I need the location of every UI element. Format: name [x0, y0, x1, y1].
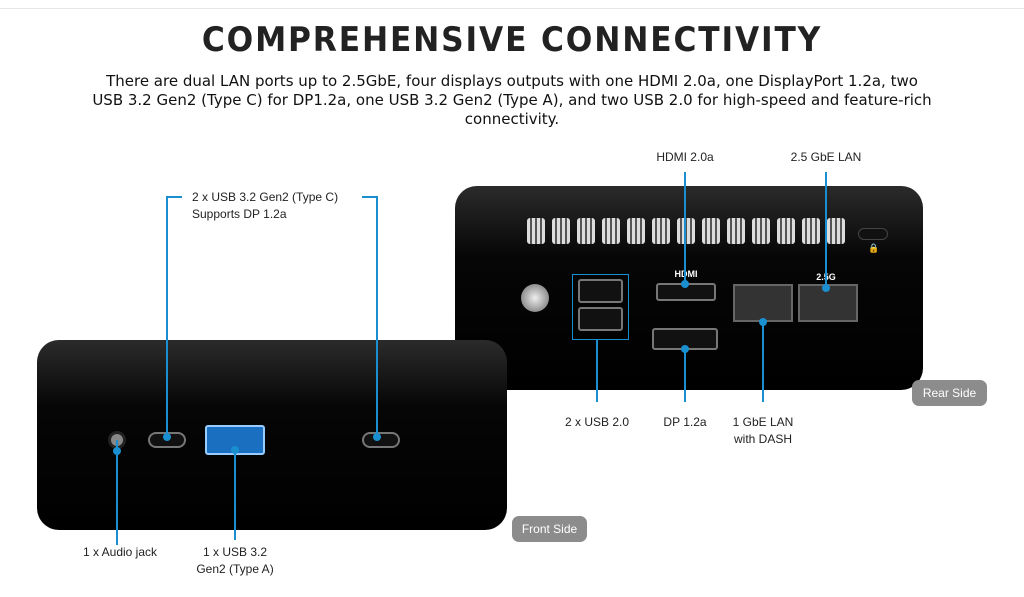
typec-label-line1: 2 x USB 3.2 Gen2 (Type C) — [192, 190, 339, 204]
vent-slot — [527, 218, 545, 244]
lan1-callout-line — [762, 322, 764, 402]
vent-row — [527, 218, 867, 246]
rear-side-badge: Rear Side — [912, 380, 987, 406]
audio-callout-line — [116, 440, 118, 545]
vent-slot — [677, 218, 695, 244]
usba-dot — [231, 446, 239, 454]
vent-slot — [827, 218, 845, 244]
usb2-ports — [572, 274, 629, 340]
front-device-image — [37, 340, 507, 530]
vent-slot — [552, 218, 570, 244]
lan1-label-line2: with DASH — [733, 432, 792, 446]
lan1-label-line1: 1 GbE LAN — [732, 415, 794, 429]
dp-dot — [681, 345, 689, 353]
lan25-dot — [822, 284, 830, 292]
page-title: COMPREHENSIVE CONNECTIVITY — [201, 20, 823, 60]
typec-label: 2 x USB 3.2 Gen2 (Type C) Supports DP 1.2… — [192, 189, 338, 223]
usba-label-line1: 1 x USB 3.2 — [202, 545, 268, 559]
hdmi-label: HDMI 2.0a — [656, 150, 714, 164]
vent-slot — [577, 218, 595, 244]
lan-1gbe-port — [733, 284, 793, 322]
usb2-label: 2 x USB 2.0 — [564, 415, 630, 429]
kensington-lock-slot — [858, 228, 888, 240]
typec-bracket-right-top — [362, 196, 378, 198]
vent-slot — [752, 218, 770, 244]
typec-callout-left — [166, 196, 168, 436]
lan1-dot — [759, 318, 767, 326]
audio-dot — [113, 447, 121, 455]
lan25-label: 2.5 GbE LAN — [790, 150, 862, 164]
hdmi-dot — [681, 280, 689, 288]
audio-label: 1 x Audio jack — [82, 545, 158, 559]
usba-callout-line — [234, 448, 236, 540]
typec-label-line2: Supports DP 1.2a — [192, 207, 287, 221]
vent-slot — [652, 218, 670, 244]
vent-slot — [702, 218, 720, 244]
typec-right-dot — [373, 433, 381, 441]
usb-c-port-right — [362, 432, 400, 448]
front-side-badge: Front Side — [512, 516, 587, 542]
dp-label: DP 1.2a — [663, 415, 707, 429]
usb2-callout-line — [596, 340, 598, 402]
vent-slot — [627, 218, 645, 244]
hdmi-mark: HDMI — [674, 269, 698, 279]
vent-slot — [602, 218, 620, 244]
lan1-label: 1 GbE LAN with DASH — [713, 414, 813, 448]
top-divider — [0, 8, 1024, 9]
lan25-callout-line — [825, 172, 827, 288]
dp-callout-line — [684, 348, 686, 402]
lock-icon: 🔒 — [868, 243, 880, 253]
usba-label-line2: Gen2 (Type A) — [196, 562, 274, 576]
description: There are dual LAN ports up to 2.5GbE, f… — [92, 72, 932, 128]
typec-bracket-left-top — [166, 196, 182, 198]
typec-left-dot — [163, 433, 171, 441]
hdmi-callout-line — [684, 172, 686, 284]
typec-callout-right — [376, 196, 378, 436]
vent-slot — [777, 218, 795, 244]
vent-slot — [727, 218, 745, 244]
power-button-icon — [521, 284, 549, 312]
vent-slot — [802, 218, 820, 244]
